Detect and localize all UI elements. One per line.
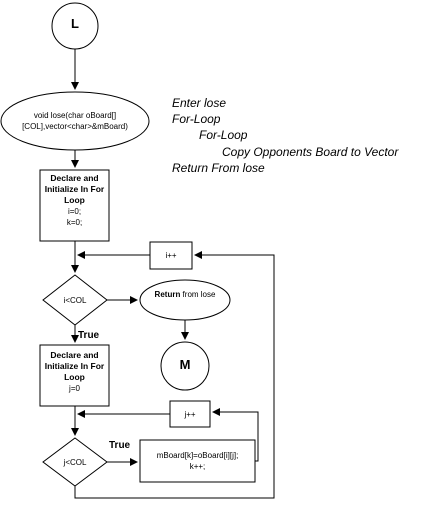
arrow-false-to-incr-outer: [74, 251, 275, 499]
true-label-outer: True: [78, 330, 100, 341]
incr-outer-label: i++: [165, 251, 177, 260]
note-enter-lose: Enter lose: [172, 96, 227, 110]
true-label-inner: True: [109, 440, 131, 451]
incr-inner-box: [169, 400, 211, 428]
end-connector-circle: [160, 341, 210, 391]
start-connector-label: L: [71, 16, 79, 31]
note-return-from-lose: Return From lose: [172, 161, 265, 175]
note-copy-board: Copy Opponents Board to Vector: [222, 145, 399, 159]
return-label: Return from lose: [143, 289, 227, 300]
body-box: [139, 439, 256, 483]
init-outer-line2: k=0;: [66, 218, 83, 227]
init-outer-text: Declare and Initialize In For Loop i=0; …: [40, 173, 109, 228]
body-text: mBoard[k]=oBoard[i][j]; k++;: [140, 450, 255, 472]
return-label-rest: from lose: [180, 290, 216, 299]
body-line1: mBoard[k]=oBoard[i][j];: [156, 451, 239, 460]
function-entry-label: void lose(char oBoard[][COL],vector<char…: [22, 111, 128, 131]
return-label-bold: Return: [154, 290, 181, 299]
arrow-body-to-incr: [212, 408, 259, 462]
body-line2: k++;: [189, 462, 206, 471]
init-inner-text: Declare and Initialize In For Loop j=0: [40, 350, 109, 394]
note-for-loop-outer: For-Loop: [172, 112, 221, 126]
init-outer-title: Declare and Initialize In For Loop: [44, 173, 105, 205]
return-ellipse: [139, 279, 231, 321]
end-connector-label: M: [179, 357, 191, 372]
note-for-loop-inner: For-Loop: [199, 128, 248, 142]
incr-inner-label: j++: [184, 410, 196, 419]
init-inner-line1: j=0: [69, 384, 80, 393]
init-inner-title: Declare and Initialize In For Loop: [44, 350, 105, 382]
cond-inner-label: j<COL: [63, 458, 87, 467]
init-outer-line1: i=0;: [67, 207, 82, 216]
cond-outer-label: i<COL: [63, 296, 87, 305]
